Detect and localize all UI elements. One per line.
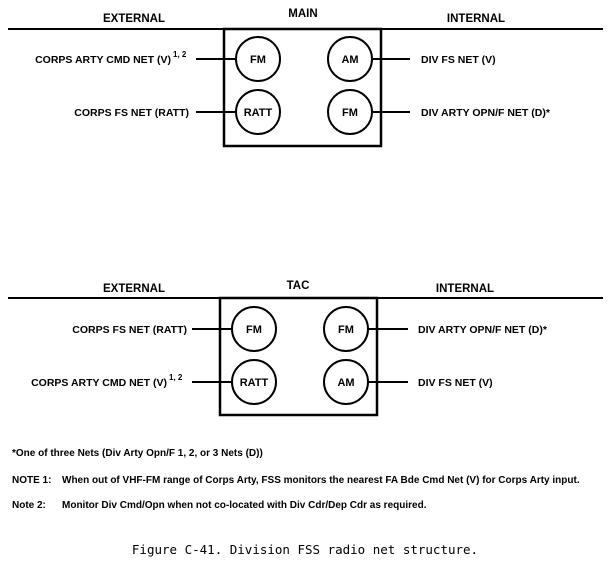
tac-radio-fm2-circle bbox=[323, 306, 369, 352]
main-left-net-1: CORPS ARTY CMD NET (V) bbox=[35, 54, 171, 66]
tac-internal-label: INTERNAL bbox=[436, 283, 494, 295]
tac-station-box bbox=[218, 296, 379, 417]
note-2: Note 2: Monitor Div Cmd/Opn when not co-l… bbox=[12, 500, 426, 511]
main-radio-am-label: AM bbox=[341, 54, 358, 66]
main-station-box bbox=[222, 27, 383, 148]
tac-left-net-2: CORPS ARTY CMD NET (V) bbox=[31, 377, 167, 389]
note-2-text: Monitor Div Cmd/Opn when not co-located … bbox=[62, 500, 427, 511]
main-internal-label: INTERNAL bbox=[447, 13, 505, 25]
main-radio-am-circle bbox=[327, 36, 373, 82]
tac-radio-fm2-label: FM bbox=[338, 324, 354, 336]
note-1: NOTE 1: When out of VHF-FM range of Corps… bbox=[12, 475, 580, 486]
main-radio-fm2-label: FM bbox=[342, 107, 358, 119]
note-1-tag: NOTE 1: bbox=[12, 475, 52, 486]
asterisk-note: *One of three Nets (Div Arty Opn/F 1, 2,… bbox=[12, 448, 263, 459]
main-section: EXTERNAL MAIN INTERNAL FM AM RATT FM COR… bbox=[8, 8, 603, 148]
tac-title: TAC bbox=[287, 280, 310, 292]
main-left-net-2: CORPS FS NET (RATT) bbox=[74, 107, 189, 119]
tac-radio-ratt-label: RATT bbox=[240, 377, 269, 389]
main-radio-fm2-circle bbox=[327, 89, 373, 135]
main-external-label: EXTERNAL bbox=[103, 13, 165, 25]
figure-caption: Figure C-41. Division FSS radio net stru… bbox=[131, 542, 479, 557]
tac-external-label: EXTERNAL bbox=[103, 283, 165, 295]
main-radio-ratt-label: RATT bbox=[244, 107, 273, 119]
tac-left-net-1: CORPS FS NET (RATT) bbox=[72, 324, 187, 336]
tac-radio-fm-label: FM bbox=[246, 324, 262, 336]
tac-radio-fm-circle bbox=[231, 306, 277, 352]
tac-radio-am-circle bbox=[323, 359, 369, 405]
main-radio-ratt-circle bbox=[235, 89, 281, 135]
main-left-net-1-sup: 1, 2 bbox=[173, 50, 187, 59]
tac-radio-am-label: AM bbox=[337, 377, 354, 389]
tac-right-net-2: DIV FS NET (V) bbox=[418, 377, 493, 389]
note-1-text: When out of VHF-FM range of Corps Arty, … bbox=[62, 475, 580, 486]
main-right-net-2: DIV ARTY OPN/F NET (D)* bbox=[421, 107, 551, 119]
tac-right-net-1: DIV ARTY OPN/F NET (D)* bbox=[418, 324, 548, 336]
radio-net-diagram: EXTERNAL MAIN INTERNAL FM AM RATT FM COR… bbox=[8, 8, 603, 417]
note-2-tag: Note 2: bbox=[12, 500, 46, 511]
tac-section: EXTERNAL TAC INTERNAL FM FM RATT AM CORP… bbox=[8, 280, 603, 417]
main-radio-fm-circle bbox=[235, 36, 281, 82]
main-title: MAIN bbox=[288, 8, 317, 20]
main-radio-fm-label: FM bbox=[250, 54, 266, 66]
tac-left-net-2-sup: 1, 2 bbox=[169, 373, 183, 382]
main-right-net-1: DIV FS NET (V) bbox=[421, 54, 496, 66]
tac-radio-ratt-circle bbox=[231, 359, 277, 405]
